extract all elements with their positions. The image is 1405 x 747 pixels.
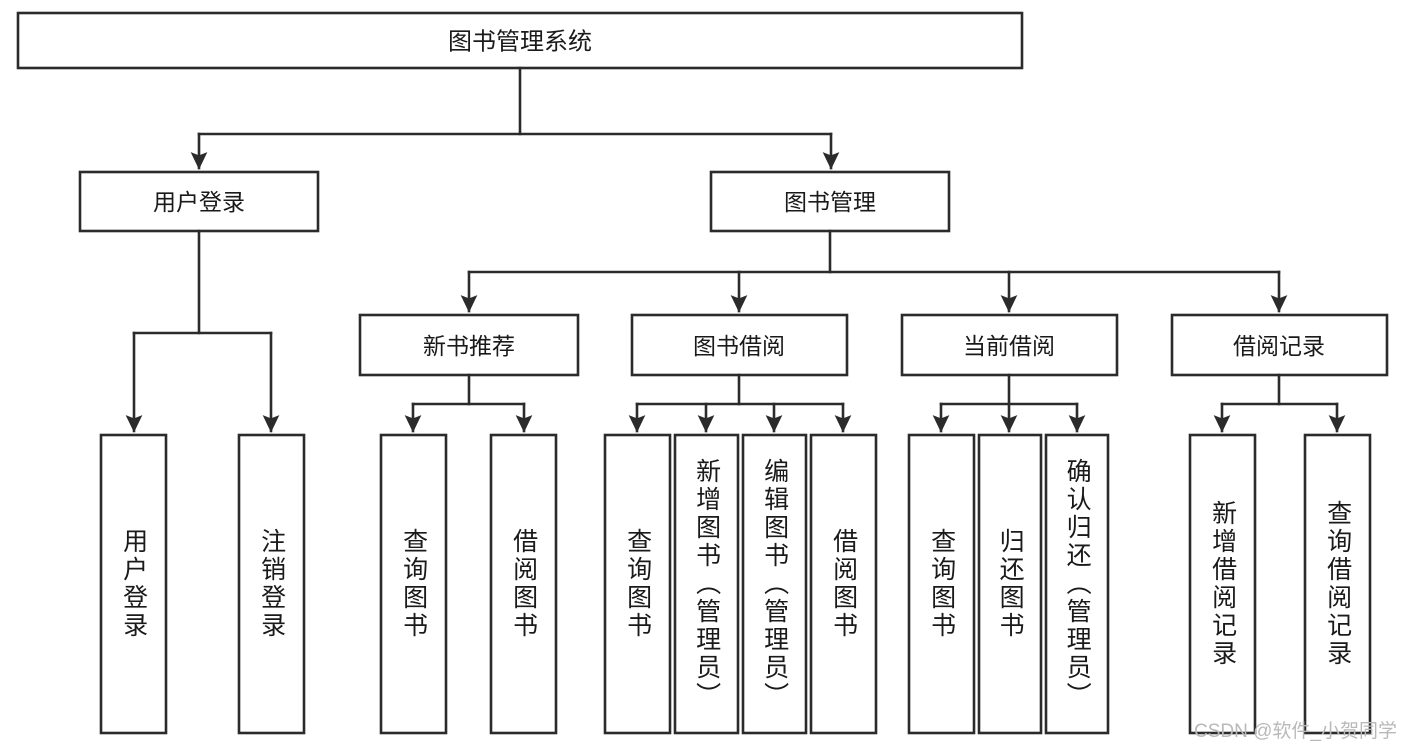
node-book-borrow-label: 图书借阅 — [693, 333, 785, 359]
leaf-box-current-borrow-2[interactable] — [977, 433, 1043, 735]
node-current-borrow[interactable]: 当前借阅 — [900, 313, 1119, 377]
leaf-box-user-login-2[interactable] — [237, 433, 306, 735]
leaf-box-book-borrow-4[interactable] — [809, 433, 878, 735]
node-new-book-recommend[interactable]: 新书推荐 — [358, 313, 580, 377]
leaf-box-book-borrow-1[interactable] — [603, 433, 672, 735]
node-user-login-label: 用户登录 — [153, 189, 245, 215]
node-book-management-box[interactable] — [709, 170, 951, 233]
node-borrow-record-label: 借阅记录 — [1233, 333, 1325, 359]
leaf-box-new-book-2[interactable] — [489, 433, 558, 735]
node-book-borrow-box[interactable] — [630, 313, 849, 377]
leaf-box-borrow-record-1[interactable] — [1188, 433, 1257, 735]
leaf-box-borrow-record-2[interactable] — [1303, 433, 1372, 735]
node-new-book-recommend-box[interactable] — [358, 313, 580, 377]
node-current-borrow-box[interactable] — [900, 313, 1119, 377]
leaf-box-new-book-1[interactable] — [379, 433, 448, 735]
node-book-management[interactable]: 图书管理 — [709, 170, 951, 233]
node-book-borrow[interactable]: 图书借阅 — [630, 313, 849, 377]
node-book-management-label: 图书管理 — [784, 189, 876, 215]
leaf-box-current-borrow-1[interactable] — [907, 433, 976, 735]
leaf-box-book-borrow-3[interactable] — [741, 433, 808, 735]
leaf-box-user-login-1[interactable] — [99, 433, 168, 735]
node-user-login[interactable]: 用户登录 — [78, 170, 320, 233]
node-root-label: 图书管理系统 — [448, 29, 592, 56]
node-new-book-recommend-label: 新书推荐 — [423, 333, 515, 359]
leaf-box-current-borrow-3[interactable] — [1044, 433, 1110, 735]
node-borrow-record-box[interactable] — [1170, 313, 1389, 377]
node-root-box[interactable] — [16, 11, 1024, 70]
csdn-watermark: CSDN @软件_小贺同学 — [1194, 721, 1397, 742]
leaf-box-book-borrow-2[interactable] — [673, 433, 740, 735]
node-borrow-record[interactable]: 借阅记录 — [1170, 313, 1389, 377]
node-current-borrow-label: 当前借阅 — [963, 333, 1055, 359]
node-root[interactable]: 图书管理系统 — [16, 11, 1024, 70]
